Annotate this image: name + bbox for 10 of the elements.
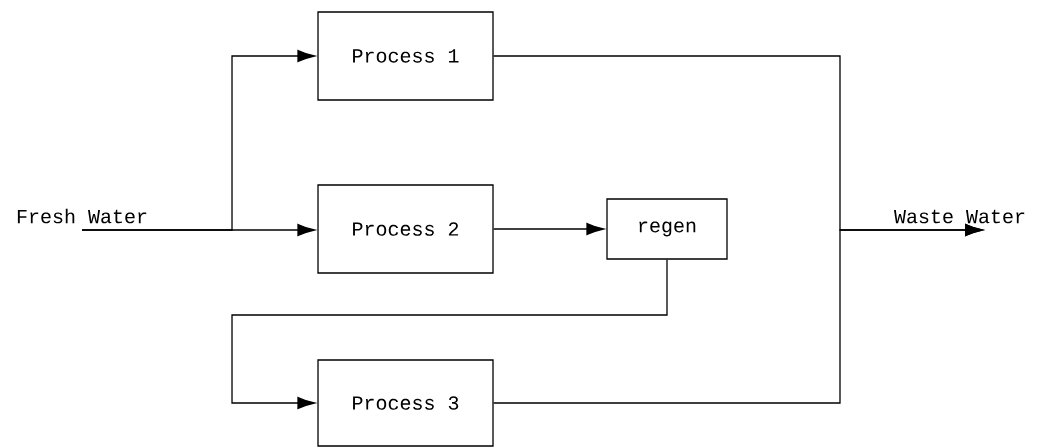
process-box: Process 1 [317,11,494,101]
process-box: regen [606,198,728,260]
stream-label: Fresh Water [17,208,147,224]
arrow [493,223,983,404]
process-box: Process 2 [317,184,494,274]
stream-label: Waste Water [894,209,1025,224]
arrow [493,222,604,236]
process-box: Process 3 [317,359,494,447]
arrow [81,223,315,237]
arrow [231,259,668,410]
